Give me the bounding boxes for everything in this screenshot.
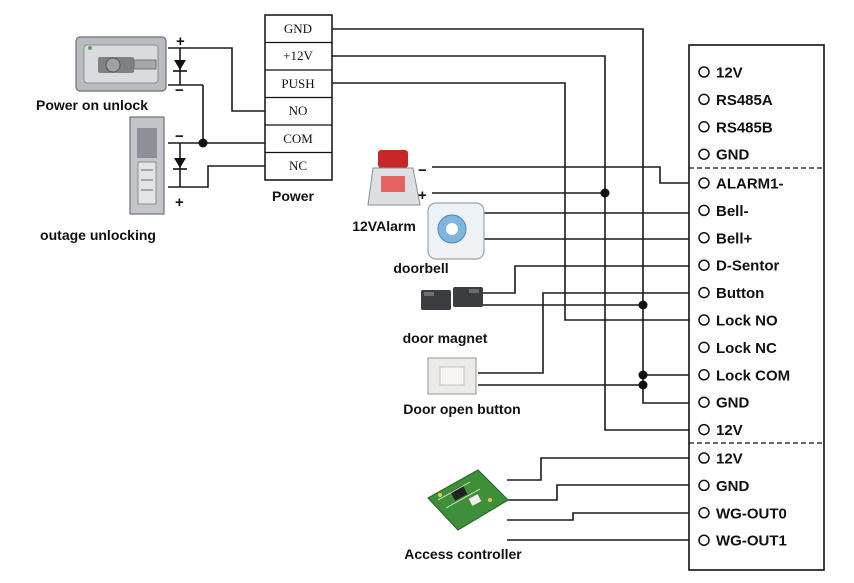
alarm-minus-sign: − <box>418 162 427 179</box>
controller-terminal-row: Lock NO <box>698 313 778 330</box>
wires <box>332 28 689 541</box>
terminal-screw-icon <box>698 396 710 408</box>
controller-terminal-row: Lock NC <box>698 340 777 357</box>
controller-terminals: 12V RS485A RS485B GND ALARM1- Bell- Bell+ D-Sen… <box>698 65 790 550</box>
controller-terminal-row: RS485B <box>698 119 773 136</box>
controller-terminal-label: 12V <box>716 65 743 82</box>
doorbell-icon <box>427 202 485 260</box>
terminal-screw-icon <box>698 177 710 189</box>
terminal-screw-icon <box>698 507 710 519</box>
power-supply-block: GND +12V PUSH NO COM NC Power <box>264 14 333 204</box>
controller-terminal-block <box>688 44 825 571</box>
door-magnet-caption: door magnet <box>403 330 488 346</box>
power-terminal-push: PUSH <box>281 76 314 91</box>
controller-terminal-row: GND <box>698 478 750 495</box>
controller-terminal-label: GND <box>716 395 750 412</box>
power-terminal-12v: +12V <box>283 48 313 63</box>
controller-terminal-label: 12V <box>716 451 743 468</box>
plus-sign: + <box>176 33 185 50</box>
terminal-screw-icon <box>698 341 710 354</box>
controller-terminal-row: Lock COM <box>698 367 790 384</box>
alarm-caption: 12VAlarm <box>352 218 416 234</box>
controller-terminal-label: Bell+ <box>716 230 753 247</box>
power-terminal-no: NO <box>289 103 308 118</box>
door-magnet-icon <box>421 287 483 310</box>
access-controller-board-icon <box>427 469 509 531</box>
door-open-button-caption: Door open button <box>403 401 520 417</box>
terminal-screw-icon <box>698 479 710 492</box>
terminal-screw-icon <box>698 314 710 326</box>
controller-terminal-row: WG-OUT1 <box>698 533 787 550</box>
controller-terminal-label: Lock NO <box>716 313 778 330</box>
controller-terminal-row: Bell- <box>698 203 749 220</box>
controller-terminal-row: Bell+ <box>698 230 753 247</box>
alarm-plus-sign: + <box>418 187 427 204</box>
controller-terminal-row: WG-OUT0 <box>698 505 787 522</box>
controller-terminal-label: Lock COM <box>716 367 790 384</box>
power-on-unlock-caption: Power on unlock <box>36 97 148 113</box>
controller-terminal-row: RS485A <box>698 92 773 109</box>
controller-terminal-label: D-Sentor <box>716 258 779 275</box>
controller-terminal-row: D-Sentor <box>698 258 779 275</box>
outage-unlocking-caption: outage unlocking <box>40 227 156 243</box>
terminal-screw-icon <box>698 204 710 217</box>
controller-terminal-row: 12V <box>698 65 743 82</box>
power-terminal-com: COM <box>283 131 313 146</box>
plus-sign: + <box>175 194 184 211</box>
door-open-button-icon <box>427 357 477 395</box>
power-caption: Power <box>272 188 315 204</box>
terminal-screw-icon <box>698 452 710 464</box>
terminal-screw-icon <box>698 534 710 546</box>
bolt-lock-icon <box>75 36 167 92</box>
controller-terminal-label: WG-OUT0 <box>716 505 787 522</box>
controller-terminal-row: GND <box>698 147 750 164</box>
terminal-screw-icon <box>698 286 710 299</box>
terminal-screw-icon <box>698 93 710 106</box>
controller-terminal-row: 12V <box>698 451 743 468</box>
controller-terminal-label: Bell- <box>716 203 749 220</box>
controller-terminal-label: RS485A <box>716 92 773 109</box>
doorbell-caption: doorbell <box>393 260 448 276</box>
minus-sign: − <box>175 128 184 145</box>
controller-terminal-label: Button <box>716 285 764 302</box>
controller-terminal-label: RS485B <box>716 119 773 136</box>
terminal-screw-icon <box>698 423 710 436</box>
controller-terminal-row: GND <box>698 395 750 412</box>
power-terminal-nc: NC <box>289 158 307 173</box>
terminal-screw-icon <box>698 369 710 381</box>
alarm-siren-icon <box>367 150 421 206</box>
controller-terminal-row: Button <box>698 285 764 302</box>
terminal-screw-icon <box>698 148 710 160</box>
controller-terminal-label: Lock NC <box>716 340 777 357</box>
left-lock-wiring: + − − + <box>168 33 265 211</box>
controller-terminal-label: GND <box>716 478 750 495</box>
controller-terminal-label: ALARM1- <box>716 176 784 193</box>
terminal-screw-icon <box>698 121 710 133</box>
power-terminal-gnd: GND <box>284 21 312 36</box>
minus-sign: − <box>175 82 184 99</box>
controller-terminal-label: WG-OUT1 <box>716 533 787 550</box>
terminal-screw-icon <box>698 232 710 244</box>
controller-terminal-row: 12V <box>698 422 743 439</box>
electric-strike-icon <box>129 116 165 215</box>
controller-terminal-label: 12V <box>716 422 743 439</box>
controller-terminal-row: ALARM1- <box>698 176 784 193</box>
terminal-screw-icon <box>698 259 710 271</box>
terminal-screw-icon <box>698 66 710 78</box>
access-controller-caption: Access controller <box>404 546 522 562</box>
controller-terminal-label: GND <box>716 147 750 164</box>
